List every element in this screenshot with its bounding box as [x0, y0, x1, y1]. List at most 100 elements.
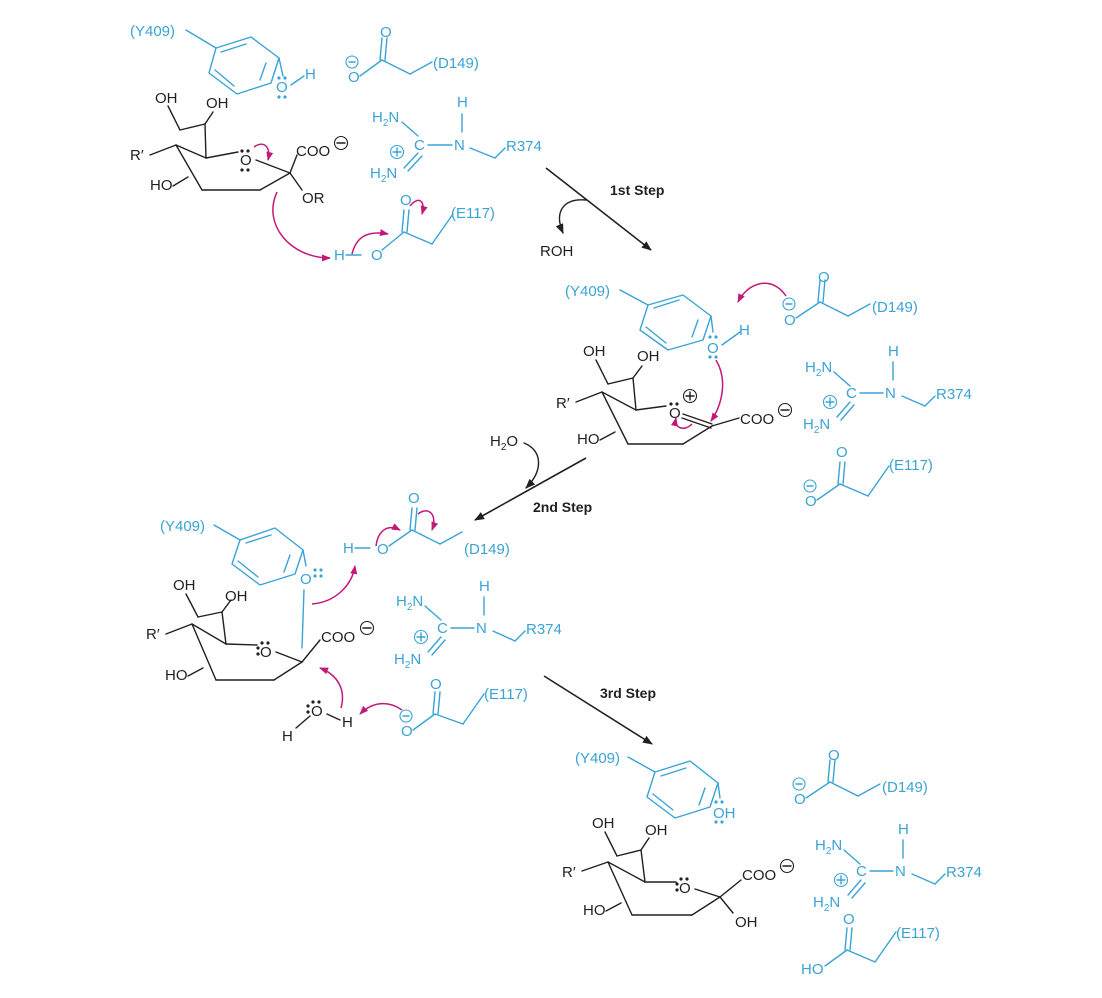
label-r374: R374 [506, 138, 542, 155]
label-o: O [300, 571, 312, 588]
stage2-aspartate-d149: O O (D149) [782, 269, 918, 329]
stage1-electron-arrows [253, 143, 428, 262]
label-r374: R374 [936, 386, 972, 403]
label-ho: HO [150, 177, 173, 194]
label-o: O [669, 405, 681, 422]
stage1-aspartate-d149: O O (D149) [345, 24, 479, 86]
label-o: O [408, 490, 420, 507]
label-e117: (E117) [484, 686, 528, 703]
label-h: H [343, 540, 354, 557]
label-r374: R374 [946, 864, 982, 881]
label-d149: (D149) [433, 55, 479, 72]
label-o: O [380, 24, 392, 41]
stage2-electron-arrows [671, 282, 787, 429]
label-o: O [240, 152, 252, 169]
label-o: O [805, 493, 817, 510]
label-ho: HO [801, 961, 824, 978]
stage4-product-sugar: OH OH R′ O HO COO OH [562, 815, 795, 931]
label-o: O [843, 911, 855, 928]
label-c: C [856, 863, 867, 880]
stage2-glutamate-e117: O O (E117) [803, 444, 933, 510]
label-y409: (Y409) [130, 23, 175, 40]
label-coo: COO [296, 143, 330, 160]
label-o: O [401, 723, 413, 740]
label-o: O [377, 541, 389, 558]
stage3-arginine-r374: H2N C N H R374 H2N [394, 578, 562, 671]
label-d149: (D149) [882, 779, 928, 796]
label-o: O [430, 676, 442, 693]
label-step-2: 2nd Step [533, 499, 592, 515]
label-o: O [836, 444, 848, 461]
label-e117: (E117) [451, 205, 495, 222]
label-r-prime: R′ [556, 395, 570, 412]
label-r374: R374 [526, 621, 562, 638]
label-c: C [414, 137, 425, 154]
stage4-arginine-r374: H2N C N H R374 H2N [813, 821, 982, 914]
reaction-step-1: 1st Step ROH [540, 167, 664, 260]
label-oh: OH [206, 95, 229, 112]
label-or: OR [302, 190, 325, 207]
stage3-water: O H H [282, 700, 353, 745]
label-oh: OH [592, 815, 615, 832]
label-o: O [348, 69, 360, 86]
label-ho: HO [583, 902, 606, 919]
stage2-arginine-r374: H2N C N H R374 H2N [803, 343, 972, 436]
stage3-aspartate-d149: H O O (D149) [343, 490, 510, 558]
label-h: H [342, 714, 353, 731]
label-n: N [885, 385, 896, 402]
stage1-sialic-substrate: OH OH R′ O HO COO OR [130, 90, 349, 207]
stage4-tyrosine-y409: (Y409) OH [575, 750, 736, 824]
label-r-prime: R′ [146, 626, 160, 643]
label-o: O [784, 312, 796, 329]
label-c: C [437, 620, 448, 637]
stage1-tyrosine-y409: (Y409) O H [130, 23, 316, 99]
label-oh: OH [637, 348, 660, 365]
label-o: O [707, 340, 719, 357]
stage3-bound-substrate: OH OH R′ O HO COO [146, 577, 375, 684]
label-h2n: H2N [370, 165, 397, 185]
label-n: N [476, 620, 487, 637]
stage3-tyrosine-y409: (Y409) O [160, 518, 323, 649]
label-ho: HO [577, 431, 600, 448]
label-o: O [371, 247, 383, 264]
label-y409: (Y409) [565, 283, 610, 300]
label-h2n: H2N [372, 109, 399, 129]
stage1-substrate-complex: (Y409) O H O O (D149) H2N [130, 23, 542, 264]
stage3-covalent-intermediate: (Y409) O H O O (D149) H2N C [146, 490, 562, 745]
label-coo: COO [742, 867, 776, 884]
stage1-glutamate-e117: H O O (E117) [334, 192, 495, 264]
label-roh: ROH [540, 243, 573, 260]
label-coo: COO [321, 629, 355, 646]
stage3-electron-arrows [311, 510, 439, 715]
label-d149: (D149) [464, 541, 510, 558]
label-oh: OH [173, 577, 196, 594]
label-h: H [457, 94, 468, 111]
label-ho: HO [165, 667, 188, 684]
label-o: O [679, 880, 691, 897]
label-oh: OH [735, 914, 758, 931]
stage4-aspartate-d149: O O (D149) [792, 747, 928, 808]
label-h: H [479, 578, 490, 595]
label-h: H [334, 247, 345, 264]
label-o: O [311, 703, 323, 720]
stage4-glutamate-e117: HO O (E117) [801, 911, 940, 978]
stage2-oxocarbenium-complex: (Y409) O H O O (D149) H2N C [556, 269, 972, 510]
label-o: O [794, 791, 806, 808]
label-r-prime: R′ [562, 864, 576, 881]
reaction-step-3: 3rd Step [543, 675, 656, 745]
label-h2n: H2N [813, 894, 840, 914]
label-h: H [282, 728, 293, 745]
label-h: H [888, 343, 899, 360]
label-step-3: 3rd Step [600, 685, 656, 701]
label-oh: OH [645, 822, 668, 839]
label-o: O [260, 644, 272, 661]
label-h2n: H2N [396, 593, 423, 613]
label-o: O [276, 79, 288, 96]
stage2-tyrosine-y409: (Y409) O H [565, 283, 750, 359]
label-h2n: H2N [394, 651, 421, 671]
label-y409: (Y409) [575, 750, 620, 767]
label-oh: OH [713, 805, 736, 822]
label-h: H [739, 322, 750, 339]
label-e117: (E117) [889, 457, 933, 474]
